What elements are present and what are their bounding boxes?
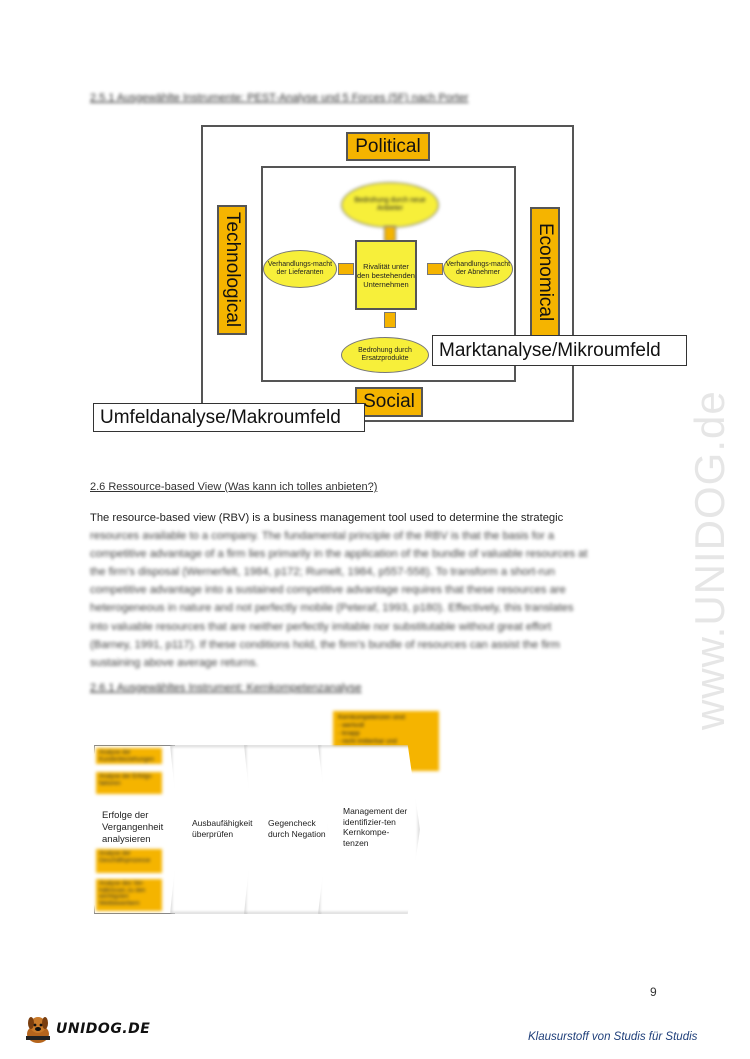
page-number: 9 [650,985,657,999]
paragraph-line: heterogeneous in nature and not perfectl… [90,602,574,615]
paragraph-line: sustaining above average returns. [90,656,259,669]
section-heading-2-5-1: 2.5.1 Ausgewählte Instrumente: PEST-Anal… [90,92,469,104]
paragraph-line: into valuable resources that are neither… [90,620,552,633]
force-substitutes: Bedrohung durch Ersatzprodukte [341,337,429,373]
arrow-right-icon [338,263,354,275]
footer-tagline: Klausurstoff von Studis für Studis [528,1031,698,1043]
dog-icon [26,1017,50,1043]
criteria-line: - nicht imitierbar und [338,738,397,746]
paragraph-line: The resource-based view (RBV) is a busin… [90,512,564,524]
arrow-left-icon [427,263,443,275]
force-rivalry: Rivalität unter den bestehenden Unterneh… [355,240,417,310]
unidog-logo: UNIDOG.DE [22,1014,150,1044]
paragraph-line: resources available to a company. The fu… [90,530,555,543]
logo-text: UNIDOG.DE [56,1021,151,1037]
note-customer-analysis: Analyse der Kundenbeziehungen [96,748,162,764]
criteria-line: - wertvoll [338,722,365,730]
criteria-line: Kernkompetenzen sind: [338,714,407,721]
criteria-line: - knapp [338,730,360,738]
note-business-processes: Analyse der Geschäftsprozesse [96,849,162,873]
economical-label: Economical [530,207,560,337]
arrow-up-icon [384,312,396,328]
markt-analysis-label: Marktanalyse/Mikroumfeld [432,335,687,366]
step-3-text: Gegencheck durch Negation [268,818,326,839]
watermark: www.UNIDOG.de [686,390,733,730]
paragraph-line: (Barney, 1991, p117). If these condition… [90,638,560,651]
force-buyer-power: Verhandlungs-macht der Abnehmer [443,250,513,288]
note-success-factors: Analyse der Erfolgs-faktoren [96,772,162,794]
step-4-text: Management der identifizier-ten Kernkomp… [343,806,408,848]
step-2-text: Ausbaufähigkeit überprüfen [192,818,253,839]
pest-outer-frame [201,125,574,422]
section-heading-2-6: 2.6 Ressource-based View (Was kann ich t… [90,481,378,493]
social-label: Social [355,387,423,417]
political-label: Political [346,132,430,161]
section-heading-2-6-1: 2.6.1 Ausgewähltes Instrument: Kernkompe… [90,682,362,694]
paragraph-line: competitive advantage of a firm lies pri… [90,548,588,561]
umfeld-analysis-label: Umfeldanalyse/Makroumfeld [93,403,365,432]
paragraph-line: competitive advantage into a sustained c… [90,584,566,597]
step-1-text: Erfolge der Vergangenheit analysieren [102,810,164,845]
paragraph-line: the firm's disposal (Wernerfelt, 1984, p… [90,566,555,579]
note-competitors: Analyse des Ver-hältnisses zu den wichti… [96,879,162,911]
force-supplier-power: Verhandlungs-macht der Lieferanten [263,250,337,288]
force-new-entrants: Bedrohung durch neue Anbieter [341,182,439,228]
rbv-paragraph: The resource-based view (RBV) is a busin… [90,509,659,672]
technological-label: Technological [217,205,247,335]
